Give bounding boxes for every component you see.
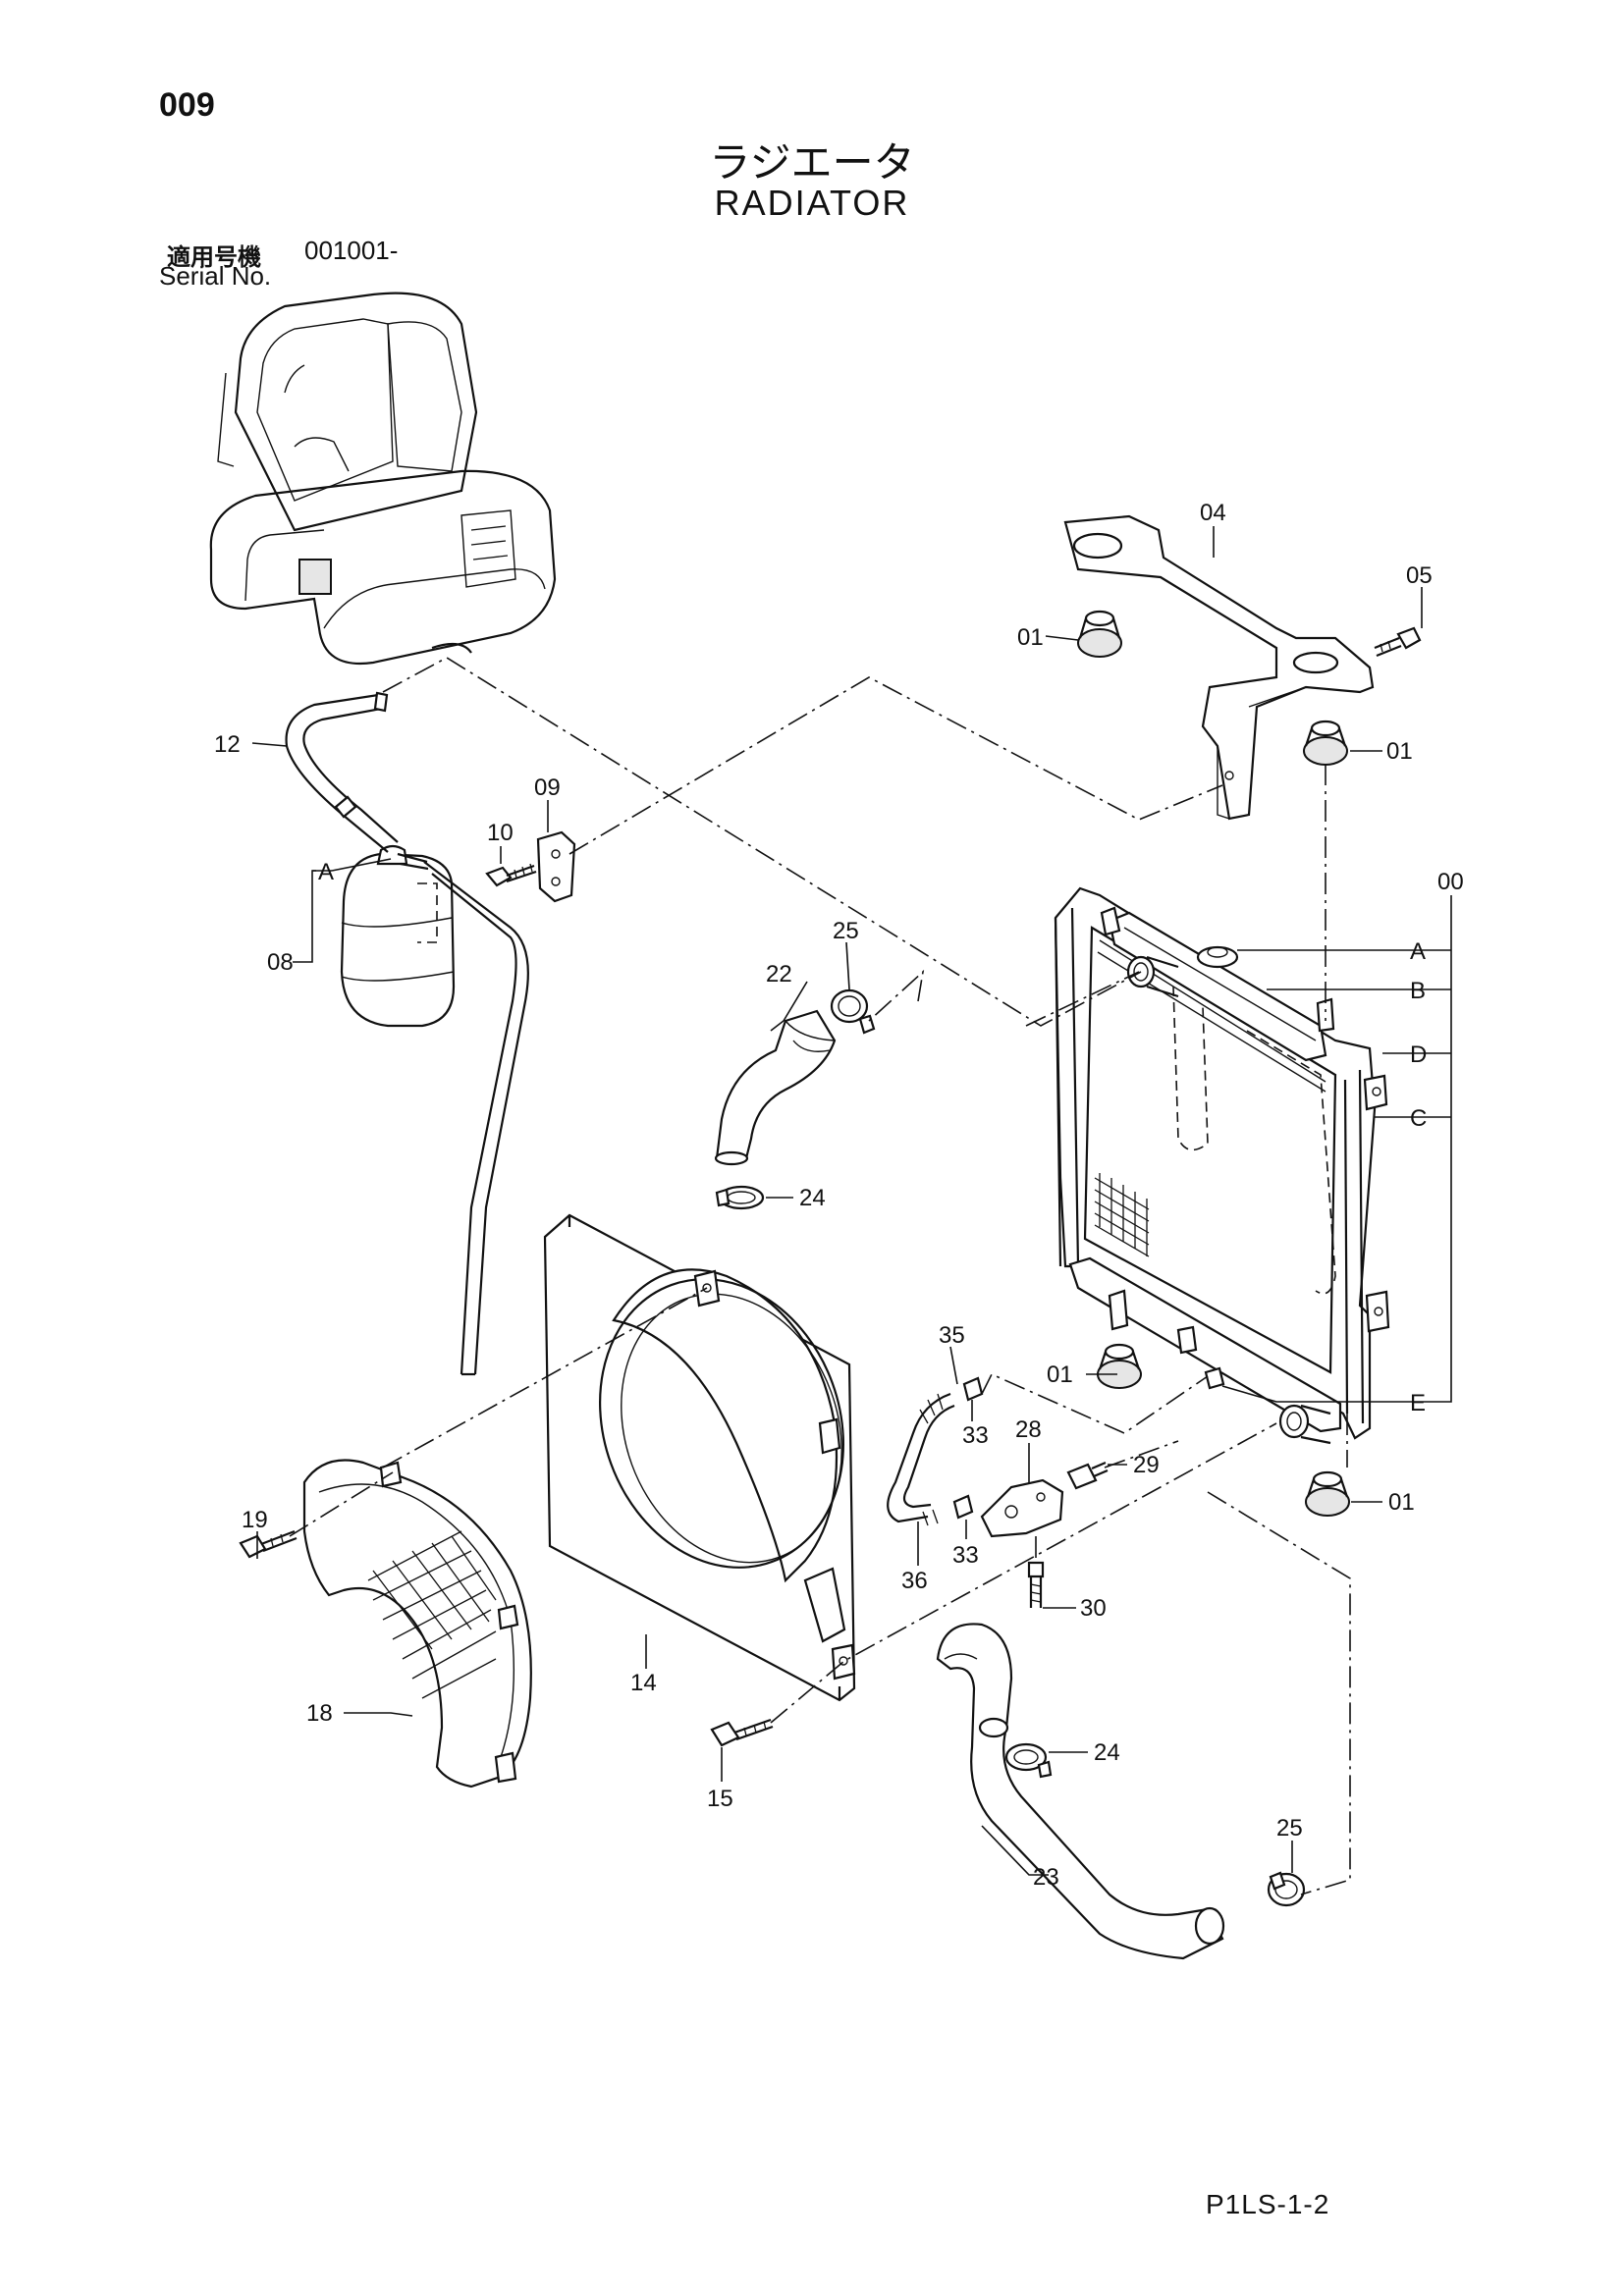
callout-15: 15 [707,1786,733,1812]
drain-bracket [980,1478,1064,1538]
upper-hose [714,1009,837,1166]
callout-14: 14 [630,1670,657,1696]
callout-04: 04 [1200,500,1226,526]
fan-shroud [543,1213,856,1702]
callout-01-upper-left: 01 [1017,624,1044,651]
callout-33-lower: 33 [952,1542,979,1569]
bolt-30 [1027,1561,1045,1608]
page-code: P1LS-1-2 [1206,2189,1330,2219]
connection-letter-c: C [1410,1105,1427,1132]
serial-label-japanese: 適用号機 [167,243,261,271]
part-callouts: 04 05 01 01 12 09 10 08 00 25 22 24 01 3… [214,500,1464,1891]
callout-01-lower-right: 01 [1388,1489,1415,1516]
callout-12: 12 [214,731,241,758]
lower-hose [936,1623,1225,1960]
hose-clip-33-upper [962,1376,984,1402]
connection-letter-e: E [1410,1390,1426,1416]
callout-08: 08 [267,949,294,976]
bolt-19 [239,1529,298,1559]
bolt-05 [1374,626,1422,658]
bolt-15 [710,1718,774,1747]
title-japanese: ラジエータ [709,138,915,187]
callout-25-upper: 25 [833,918,859,944]
callout-28: 28 [1015,1416,1042,1443]
callout-35: 35 [939,1322,965,1349]
radiator-core [1054,886,1390,1445]
callout-09: 09 [534,774,561,801]
connection-letter-a: A [1410,938,1426,965]
callout-33-upper: 33 [962,1422,989,1449]
callout-01-upper-right: 01 [1386,738,1413,765]
rubber-mount-01-upper-left [1077,610,1122,658]
callout-00: 00 [1437,869,1464,895]
drain-hose [887,1392,955,1526]
upper-bracket [1063,514,1375,821]
excavator-thumbnail [209,292,557,666]
hose-clamp-25-upper [830,988,876,1035]
serial-label-english: Serial No. [159,261,272,291]
hose-clamp-25-lower [1267,1871,1306,1907]
hose-clamp-24-lower [1004,1742,1053,1779]
fan-guard [302,1459,532,1789]
connection-letter-d: D [1410,1041,1427,1068]
callout-18: 18 [306,1700,333,1727]
overflow-hose [285,691,529,1376]
callout-05: 05 [1406,562,1433,589]
hose-clamp-24-upper [715,1185,765,1210]
connection-letter-b: B [1410,978,1426,1004]
connection-letter-a-tank: A [318,859,334,885]
bracket-09-and-bolt-10 [485,830,576,903]
drain-cock [1066,1461,1109,1490]
callout-22: 22 [766,961,792,988]
callout-10: 10 [487,820,514,846]
reservoir-tank [340,844,456,1028]
callout-36: 36 [901,1568,928,1594]
rubber-mount-01-upper-right [1303,720,1348,766]
callout-29: 29 [1133,1452,1160,1478]
hose-clip-33-lower [952,1494,974,1520]
rubber-mount-01-lower-left [1097,1343,1142,1389]
callout-23: 23 [1033,1864,1059,1891]
serial-number-value: 001001- [304,236,399,265]
rubber-mount-01-lower-right [1305,1470,1350,1517]
callout-19: 19 [242,1507,268,1533]
callout-24-lower: 24 [1094,1739,1120,1766]
callout-25-lower: 25 [1276,1815,1303,1842]
callout-30: 30 [1080,1595,1107,1622]
callout-leaders [251,526,1452,1876]
assembly-center-lines [289,657,1351,1896]
callout-01-lower-left: 01 [1047,1362,1073,1388]
page-number: 009 [159,86,215,124]
callout-24-upper: 24 [799,1185,826,1211]
title-english: RADIATOR [714,183,910,223]
